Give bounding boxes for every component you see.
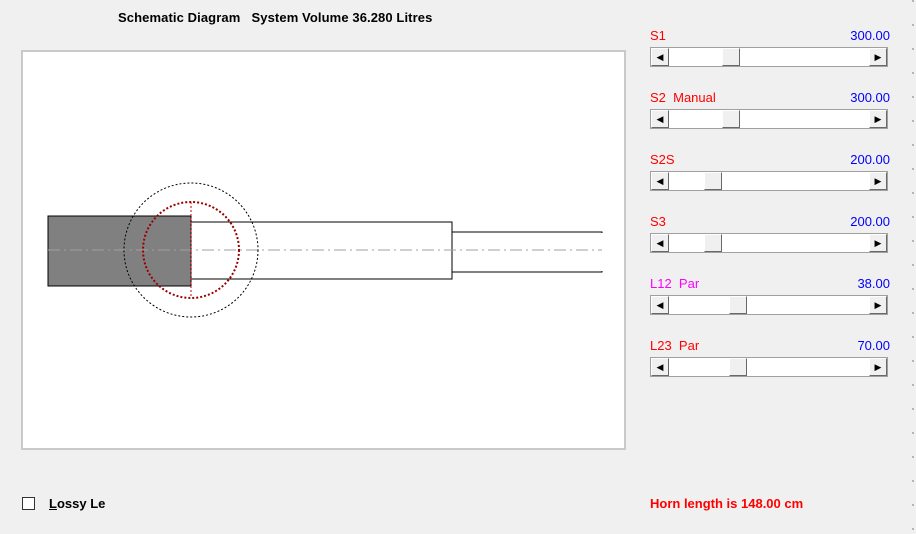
left-arrow-icon: ◀ [656, 175, 664, 186]
param-slider[interactable]: ◀▶ [650, 233, 888, 253]
param-slider[interactable]: ◀▶ [650, 109, 888, 129]
slider-thumb[interactable] [722, 110, 740, 128]
left-arrow-icon: ◀ [656, 361, 664, 372]
scroll-right-button[interactable]: ▶ [869, 234, 887, 252]
left-arrow-icon: ◀ [656, 237, 664, 248]
left-arrow-icon: ◀ [656, 51, 664, 62]
param-slider[interactable]: ◀▶ [650, 295, 888, 315]
slider-thumb[interactable] [722, 48, 740, 66]
param-value: 300.00 [850, 90, 890, 105]
horn-section-2 [451, 231, 603, 273]
right-arrow-icon: ▶ [874, 175, 882, 186]
schematic-canvas [21, 50, 626, 450]
diagram-title: Schematic Diagram System Volume 36.280 L… [118, 10, 433, 25]
right-arrow-icon: ▶ [874, 51, 882, 62]
lossy-checkbox-label[interactable]: Lossy Le [49, 496, 106, 511]
slider-thumb[interactable] [704, 172, 722, 190]
param-slider[interactable]: ◀▶ [650, 171, 888, 191]
slider-thumb[interactable] [704, 234, 722, 252]
left-arrow-icon: ◀ [656, 113, 664, 124]
scroll-right-button[interactable]: ▶ [869, 296, 887, 314]
horn-length-status: Horn length is 148.00 cm [650, 496, 804, 511]
horn-schematic [47, 182, 603, 318]
scroll-right-button[interactable]: ▶ [869, 358, 887, 376]
right-arrow-icon: ▶ [874, 361, 882, 372]
left-arrow-icon: ◀ [656, 299, 664, 310]
scroll-right-button[interactable]: ▶ [869, 172, 887, 190]
right-arrow-icon: ▶ [874, 113, 882, 124]
right-arrow-icon: ▶ [874, 237, 882, 248]
outer-circle [123, 182, 259, 318]
scroll-left-button[interactable]: ◀ [651, 358, 669, 376]
param-label: L12 Par [650, 276, 700, 291]
driver-block [47, 215, 192, 287]
scroll-left-button[interactable]: ◀ [651, 48, 669, 66]
param-value: 70.00 [857, 338, 890, 353]
param-label: L23 Par [650, 338, 700, 353]
scroll-left-button[interactable]: ◀ [651, 172, 669, 190]
right-edge-marks [912, 0, 914, 534]
lossy-checkbox[interactable] [22, 497, 35, 510]
param-label: S2 Manual [650, 90, 716, 105]
scroll-left-button[interactable]: ◀ [651, 110, 669, 128]
param-value: 200.00 [850, 214, 890, 229]
slider-thumb[interactable] [729, 358, 747, 376]
param-value: 300.00 [850, 28, 890, 43]
scroll-right-button[interactable]: ▶ [869, 110, 887, 128]
param-label: S1 [650, 28, 666, 43]
slider-thumb[interactable] [729, 296, 747, 314]
right-arrow-icon: ▶ [874, 299, 882, 310]
param-label: S3 [650, 214, 666, 229]
scroll-left-button[interactable]: ◀ [651, 234, 669, 252]
scroll-right-button[interactable]: ▶ [869, 48, 887, 66]
param-value: 200.00 [850, 152, 890, 167]
scroll-left-button[interactable]: ◀ [651, 296, 669, 314]
param-slider[interactable]: ◀▶ [650, 357, 888, 377]
param-value: 38.00 [857, 276, 890, 291]
param-label: S2S [650, 152, 675, 167]
lossy-checkbox-row[interactable]: Lossy Le [22, 496, 105, 511]
param-slider[interactable]: ◀▶ [650, 47, 888, 67]
